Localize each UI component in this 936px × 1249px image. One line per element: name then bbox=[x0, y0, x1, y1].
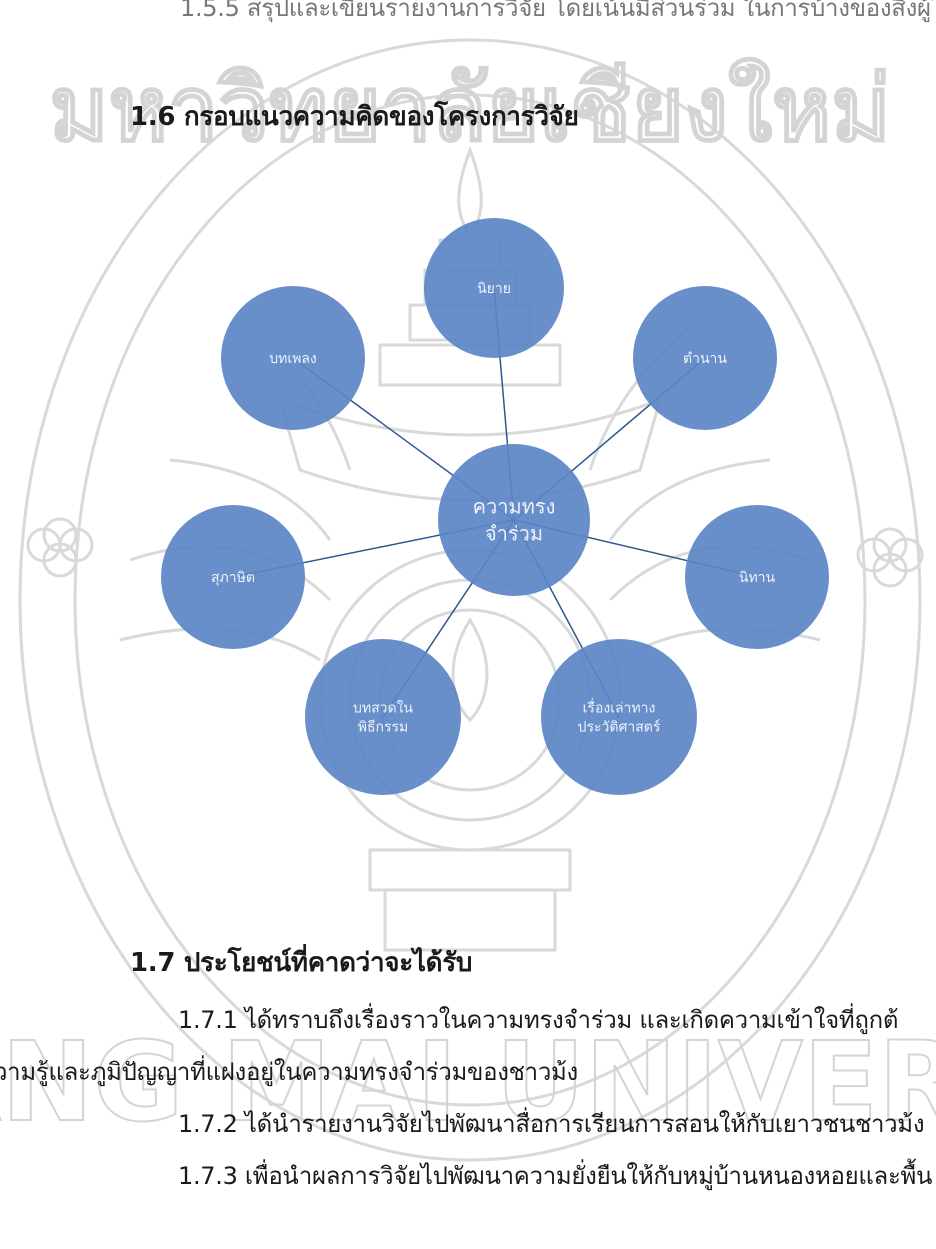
node-song: บทเพลง bbox=[221, 286, 365, 430]
node-nithan-label: นิทาน bbox=[739, 570, 776, 586]
benefit-1-7-3: 1.7.3 เพื่อนำผลการวิจัยไปพัฒนาความยั่งยื… bbox=[178, 1156, 932, 1195]
node-center-collective-memory-label: ความทรง bbox=[473, 495, 556, 519]
node-tamnan: ตำนาน bbox=[633, 286, 777, 430]
node-tamnan-label: ตำนาน bbox=[683, 351, 727, 367]
benefit-1-7-1-continued: วามรู้และภูมิปัญญาที่แฝงอยู่ในความทรงจำร… bbox=[0, 1052, 578, 1091]
node-proverb: สุภาษิต bbox=[161, 505, 305, 649]
node-nithan: นิทาน bbox=[685, 505, 829, 649]
section-1-7-heading: 1.7 ประโยชน์ที่คาดว่าจะได้รับ bbox=[130, 942, 472, 983]
benefit-1-7-2: 1.7.2 ได้นำรายงานวิจัยไปพัฒนาสื่อการเรีย… bbox=[178, 1104, 924, 1143]
node-nithan-top: นิยาย bbox=[424, 218, 564, 358]
benefit-1-7-1: 1.7.1 ได้ทราบถึงเรื่องราวในความทรงจำร่วม… bbox=[178, 1000, 898, 1039]
node-ritual-circle bbox=[305, 639, 461, 795]
node-center-collective-memory-label: จำร่วม bbox=[485, 522, 543, 546]
node-ritual-label: บทสวดใน bbox=[353, 699, 413, 716]
node-song-label: บทเพลง bbox=[269, 351, 317, 367]
node-history-label: เรื่องเล่าทาง bbox=[583, 698, 656, 716]
node-history-label: ประวัติศาสตร์ bbox=[578, 718, 661, 735]
node-center-collective-memory-circle bbox=[438, 444, 590, 596]
node-center-collective-memory: ความทรงจำร่วม bbox=[438, 444, 590, 596]
node-history-circle bbox=[541, 639, 697, 795]
node-proverb-label: สุภาษิต bbox=[211, 570, 255, 586]
node-nithan-top-label: นิยาย bbox=[477, 281, 511, 297]
diagram-nodes: นิยายตำนานนิทานเรื่องเล่าทางประวัติศาสตร… bbox=[161, 218, 829, 795]
node-ritual-label: พิธีกรรม bbox=[358, 719, 409, 735]
